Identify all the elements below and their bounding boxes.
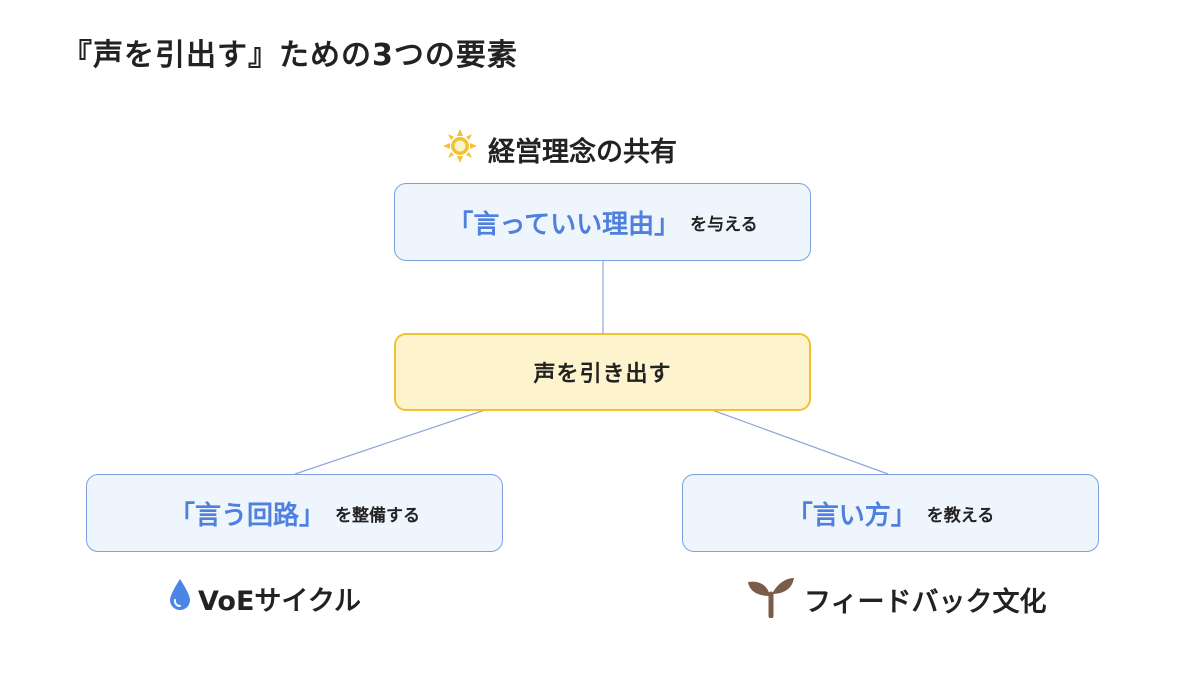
connector-center-to-right <box>711 409 889 475</box>
right-box: 「言い方」 を教える <box>682 474 1099 552</box>
top-caption: 経営理念の共有 <box>442 128 677 171</box>
right-box-quote: 「言い方」 <box>786 500 917 531</box>
top-caption-label: 経営理念の共有 <box>488 137 677 168</box>
right-box-suffix: を教える <box>926 505 995 526</box>
left-box-quote: 「言う回路」 <box>168 500 325 531</box>
connector-center-to-left <box>294 409 486 475</box>
left-caption: VoEサイクル <box>168 578 361 619</box>
left-box: 「言う回路」 を整備する <box>86 474 503 552</box>
center-box-label: 声を引き出す <box>533 362 672 387</box>
center-box: 声を引き出す <box>394 333 811 411</box>
top-box-suffix: を与える <box>690 214 758 235</box>
water-drop-icon <box>168 578 192 619</box>
top-box-quote: 「言っていい理由」 <box>447 209 681 240</box>
page-title: 『声を引出す』ための3つの要素 <box>62 38 518 73</box>
top-box: 「言っていい理由」 を与える <box>394 183 811 261</box>
sun-icon <box>442 128 478 171</box>
right-caption-label: フィードバック文化 <box>804 587 1047 618</box>
sprout-icon <box>746 574 796 625</box>
left-box-suffix: を整備する <box>335 505 420 526</box>
left-caption-label: VoEサイクル <box>198 586 362 617</box>
right-caption: フィードバック文化 <box>746 574 1046 625</box>
